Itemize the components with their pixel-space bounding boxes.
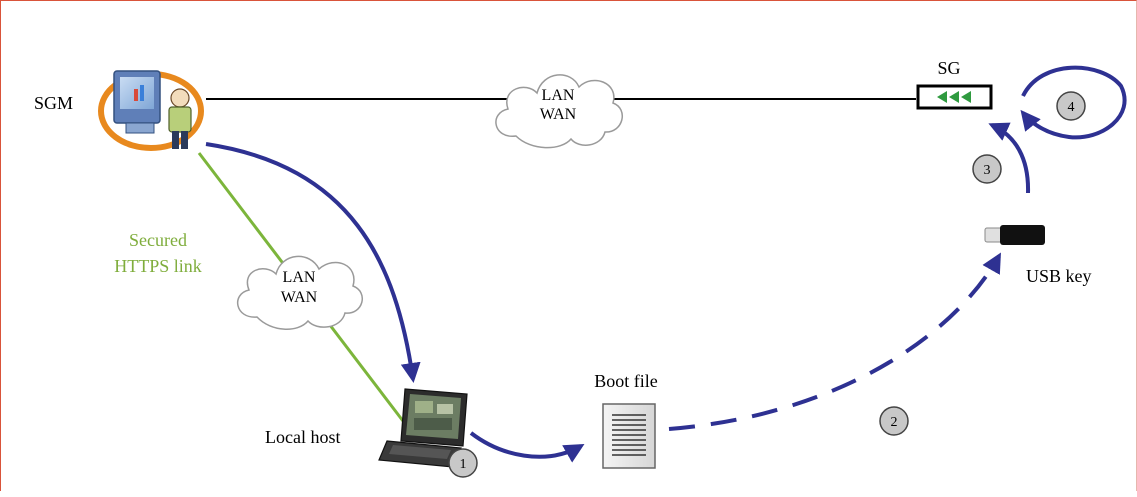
document-icon [602, 403, 656, 469]
flow-arrow-sgm-to-host [205, 142, 421, 383]
https-link-label-line1: Secured [129, 230, 187, 250]
step-4-number: 4 [1068, 100, 1075, 115]
step-badge-4: 4 [1056, 91, 1086, 121]
step-badge-1: 1 [448, 448, 478, 478]
flow-arrow-host-to-bootfile [469, 431, 585, 463]
usb-key-icon [984, 225, 1045, 245]
sgm-label: SGM [34, 93, 73, 113]
sg-device-icon [916, 84, 993, 110]
usb-key-label: USB key [1026, 266, 1092, 286]
sg-label: SG [937, 58, 960, 78]
cloud-left-line2: WAN [281, 289, 318, 306]
flow-arrow-bootfile-to-usb [668, 252, 1001, 431]
sgm-icon [98, 70, 204, 151]
cloud-top-line1: LAN [542, 87, 575, 104]
step-badge-3: 3 [972, 154, 1002, 184]
cloud-top-line2: WAN [540, 106, 577, 123]
https-link-label-line2: HTTPS link [114, 256, 202, 276]
lan-wan-cloud-top: LAN WAN [495, 74, 623, 149]
step-2-number: 2 [891, 415, 898, 430]
laptop-icon [378, 388, 468, 468]
flow-arrow-usb-to-sg [988, 122, 1031, 194]
step-badge-2: 2 [879, 406, 909, 436]
boot-file-label: Boot file [594, 371, 658, 391]
lan-wan-cloud-left: LAN WAN [236, 255, 363, 330]
step-1-number: 1 [460, 457, 467, 472]
flow-arrow-sg-loop [1020, 65, 1127, 140]
cloud-left-line1: LAN [283, 269, 316, 286]
local-host-label: Local host [265, 427, 340, 447]
step-3-number: 3 [984, 163, 991, 178]
